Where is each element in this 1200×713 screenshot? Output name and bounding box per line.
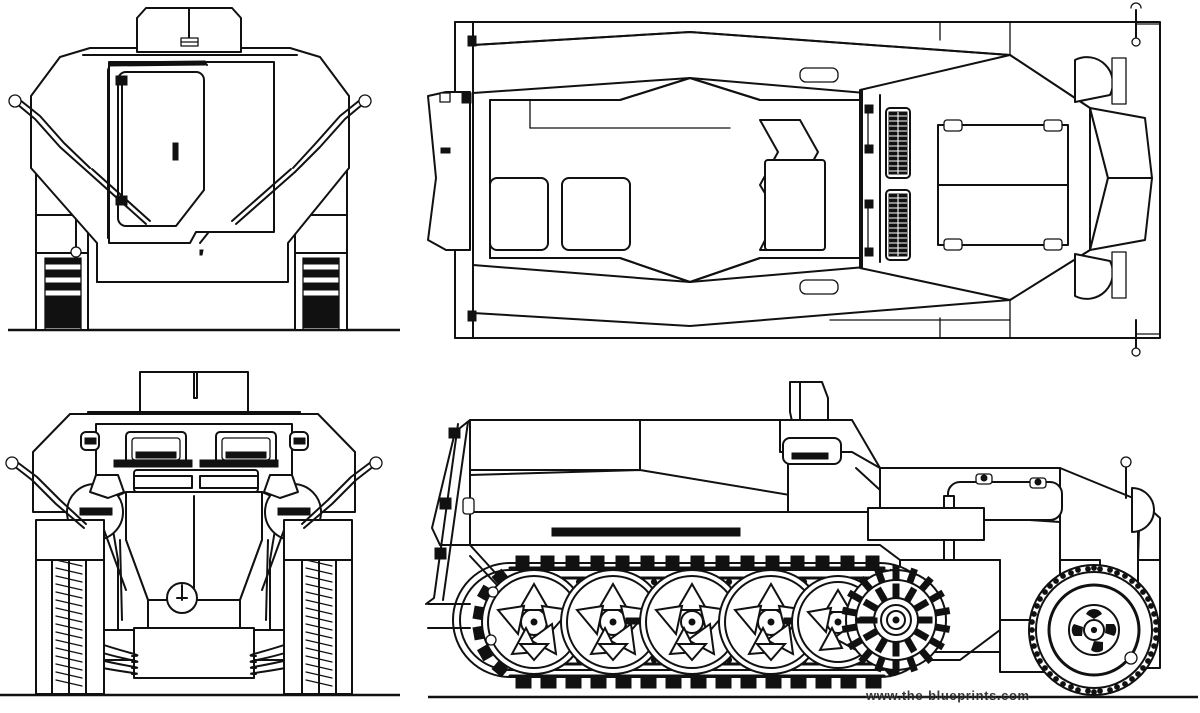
top-view-seat-centre bbox=[561, 177, 631, 251]
top-view-fender-block-upper bbox=[1111, 57, 1127, 105]
rear-view-hinge-upper bbox=[115, 75, 128, 86]
top-view-tow-hook-lower bbox=[1131, 319, 1161, 357]
top-view-fender-arc-upper bbox=[1074, 56, 1114, 103]
top-view-fender-arc-lower bbox=[1074, 253, 1114, 300]
top-view-hatch-latch-3[interactable] bbox=[943, 238, 963, 251]
front-view-vision-port-right bbox=[215, 431, 277, 465]
side-view-vision-port bbox=[462, 497, 475, 515]
side-view-side-panel bbox=[867, 507, 985, 541]
front-view-trim-bar-right bbox=[199, 459, 279, 468]
top-view-louvre-upper bbox=[885, 107, 911, 179]
front-view-wheel-left bbox=[35, 519, 105, 695]
rear-view-door-top-trim bbox=[109, 60, 206, 67]
front-view-bumper-strip bbox=[133, 469, 259, 493]
top-view bbox=[427, 2, 1161, 357]
top-view-tow-hook-upper bbox=[1130, 2, 1161, 47]
side-view-antenna-mast bbox=[1120, 456, 1132, 499]
top-view-seat-left bbox=[489, 177, 549, 251]
front-view-left-mirror-arm bbox=[5, 456, 87, 529]
top-view-fender-block-lower bbox=[1111, 251, 1127, 299]
side-view-track-horns-top bbox=[515, 555, 880, 568]
side-view-track-assembly bbox=[452, 544, 951, 689]
front-view-left-strut bbox=[119, 539, 123, 621]
side-view-front-wheel bbox=[1028, 564, 1160, 696]
front-view-side-block-right bbox=[289, 431, 309, 451]
rear-view-right-mirror-arm bbox=[231, 94, 372, 225]
top-view-hatch-latch-4[interactable] bbox=[1043, 238, 1063, 251]
side-view-radiator-cowl bbox=[1131, 487, 1155, 533]
side-view-rear-hinge-low bbox=[434, 547, 447, 560]
top-view-stowage-slot-upper bbox=[799, 67, 839, 83]
rear-view-left-mirror-arm bbox=[8, 94, 151, 225]
side-view-stowage-rail bbox=[551, 527, 741, 537]
top-view-louvre-lower bbox=[885, 189, 911, 261]
top-view-stowage-slot-lower bbox=[799, 279, 839, 295]
front-view bbox=[0, 371, 400, 697]
top-view-rear-clamp-a bbox=[439, 92, 451, 103]
top-view-console bbox=[764, 159, 826, 251]
rear-view bbox=[8, 7, 400, 332]
side-view-road-wheel-4 bbox=[718, 569, 824, 675]
top-view-hatch-latch-2[interactable] bbox=[1043, 119, 1063, 132]
side-view-drive-sprocket bbox=[841, 565, 951, 675]
front-view-right-strut bbox=[265, 539, 269, 621]
side-view-road-wheel-1 bbox=[481, 569, 587, 675]
rear-view-right-track-shoes bbox=[302, 257, 340, 330]
rear-view-rivet bbox=[199, 249, 204, 256]
front-view-right-mirror-arm bbox=[301, 456, 383, 529]
side-view-driver-vision-port bbox=[782, 437, 842, 465]
rear-view-door-handle[interactable] bbox=[172, 142, 179, 161]
side-view-tyre-tread bbox=[1029, 565, 1159, 695]
front-view-wheel-right bbox=[283, 519, 353, 695]
rear-view-left-track-shoes bbox=[44, 257, 82, 330]
top-view-engine-hatch[interactable] bbox=[937, 119, 1069, 251]
top-view-rear-rivet bbox=[440, 147, 451, 154]
front-view-vision-port-left bbox=[125, 431, 187, 465]
side-view-rear-hinge-mid bbox=[439, 497, 452, 510]
side-view bbox=[425, 381, 1198, 699]
side-view-road-wheel-2 bbox=[560, 569, 666, 675]
front-view-trim-bar-left bbox=[113, 459, 193, 468]
side-view-rear-hinge-top bbox=[448, 427, 461, 439]
top-view-hatch-latch-1[interactable] bbox=[943, 119, 963, 132]
side-view-track-shoes-bottom bbox=[515, 675, 882, 689]
top-view-rear-plate bbox=[427, 91, 471, 251]
top-view-rear-clamp-b bbox=[461, 92, 472, 104]
front-view-sump bbox=[133, 627, 255, 679]
front-view-side-block-left bbox=[80, 431, 100, 451]
